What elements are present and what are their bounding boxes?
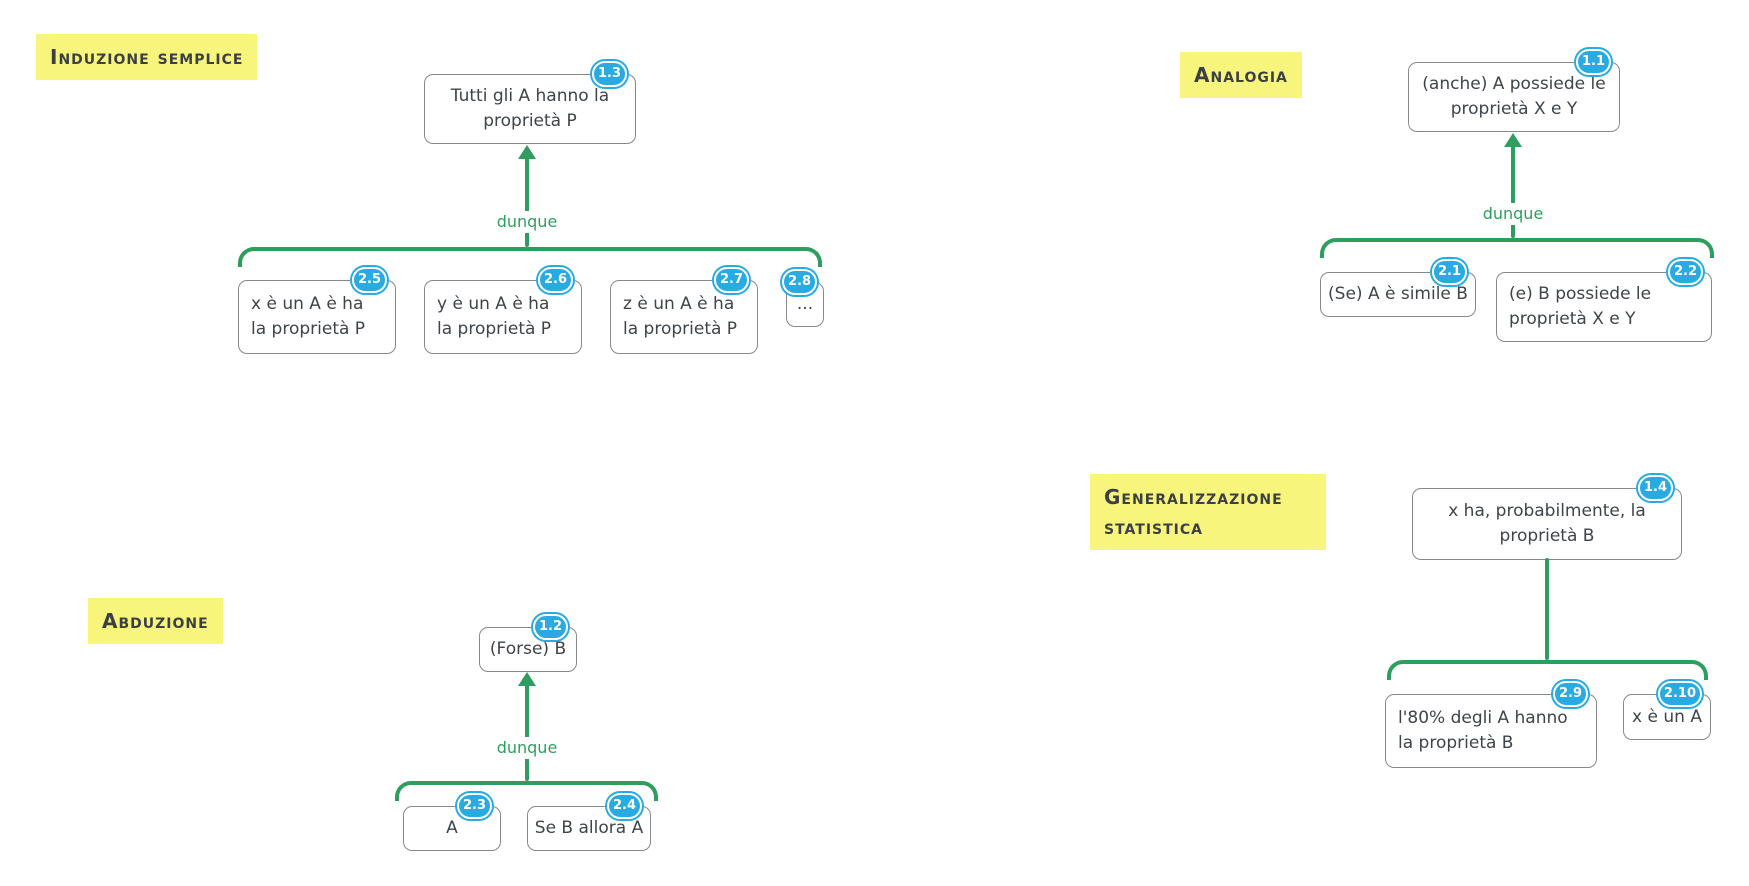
arrowhead-up-icon	[1504, 133, 1522, 147]
node-premise-z-a[interactable]: 2.7 z è un A è ha la proprietà P	[610, 267, 758, 354]
node-text: (Forse) B	[489, 639, 567, 659]
node-text: (e) B possiede le proprietà X e Y	[1509, 284, 1652, 329]
node-premise-80-percento[interactable]: 2.9 l'80% degli A hanno la proprietà B	[1385, 681, 1597, 768]
node-badge[interactable]: 2.10	[1657, 681, 1702, 707]
node-conclusion-analogia[interactable]: 1.1 (anche) A possiede le proprietà X e …	[1408, 49, 1620, 132]
node-premise-b-possiede[interactable]: 2.2 (e) B possiede le proprietà X e Y	[1496, 259, 1712, 342]
node-premise-x-e-un-a[interactable]: 2.10 x è un A	[1623, 681, 1711, 740]
node-badge[interactable]: 1.3	[591, 61, 627, 87]
node-premise-ellipsis[interactable]: 2.8 ...	[782, 269, 824, 327]
node-premise-x-a[interactable]: 2.5 x è un A è ha la proprietà P	[238, 267, 396, 354]
connector-stem	[525, 684, 529, 781]
node-badge[interactable]: 2.4	[606, 793, 642, 819]
node-badge[interactable]: 2.8	[782, 269, 818, 295]
node-text: x è un A è ha la proprietà P	[251, 294, 366, 339]
node-premise-se-b-allora-a[interactable]: 2.4 Se B allora A	[527, 793, 651, 851]
arrowhead-up-icon	[518, 672, 536, 686]
section-label-generalizzazione-statistica[interactable]: Generalizzazione statistica	[1090, 474, 1326, 550]
node-text: Tutti gli A hanno la proprietà P	[450, 86, 610, 131]
node-conclusion-induzione[interactable]: 1.3 Tutti gli A hanno la proprietà P	[424, 61, 636, 144]
node-text: y è un A è ha la proprietà P	[437, 294, 552, 339]
section-label-analogia[interactable]: Analogia	[1180, 52, 1302, 98]
connector-label-dunque[interactable]: dunque	[493, 737, 561, 759]
connector-label-dunque[interactable]: dunque	[493, 211, 561, 233]
connector-stem	[525, 157, 529, 247]
node-badge[interactable]: 1.2	[532, 614, 568, 640]
section-label-induzione-semplice[interactable]: Induzione semplice	[36, 34, 258, 80]
node-text: x ha, probabilmente, la proprietà B	[1448, 501, 1646, 546]
node-text: Se B allora A	[534, 818, 644, 838]
node-text: (Se) A è simile B	[1328, 284, 1468, 304]
arrowhead-up-icon	[518, 145, 536, 159]
node-text: l'80% degli A hanno la proprietà B	[1398, 708, 1568, 753]
connector-stem	[1511, 145, 1515, 238]
node-badge[interactable]: 1.1	[1575, 49, 1611, 75]
section-label-abduzione[interactable]: Abduzione	[88, 598, 223, 644]
premises-bracket	[1387, 660, 1708, 680]
node-text: A	[446, 818, 458, 838]
node-premise-a-simile-b[interactable]: 2.1 (Se) A è simile B	[1320, 259, 1476, 317]
node-text: (anche) A possiede le proprietà X e Y	[1422, 74, 1606, 119]
node-text: x è un A	[1632, 706, 1702, 727]
premises-bracket	[395, 781, 658, 801]
node-text: z è un A è ha la proprietà P	[623, 294, 738, 339]
node-conclusion-generalizzazione[interactable]: 1.4 x ha, probabilmente, la proprietà B	[1412, 475, 1682, 560]
connector-label-dunque[interactable]: dunque	[1479, 203, 1547, 225]
node-badge[interactable]: 2.1	[1431, 259, 1467, 285]
node-badge[interactable]: 2.9	[1552, 681, 1588, 707]
node-badge[interactable]: 2.7	[713, 267, 749, 293]
premises-bracket	[1320, 238, 1714, 258]
node-badge[interactable]: 2.5	[351, 267, 387, 293]
node-text: ...	[796, 294, 814, 314]
node-badge[interactable]: 1.4	[1637, 475, 1673, 501]
node-premise-a[interactable]: 2.3 A	[403, 793, 501, 851]
node-premise-y-a[interactable]: 2.6 y è un A è ha la proprietà P	[424, 267, 582, 354]
premises-bracket	[238, 247, 822, 267]
connector-stem	[1545, 558, 1549, 660]
node-badge[interactable]: 2.3	[456, 793, 492, 819]
node-badge[interactable]: 2.6	[537, 267, 573, 293]
node-conclusion-abduzione[interactable]: 1.2 (Forse) B	[479, 614, 577, 672]
node-badge[interactable]: 2.2	[1667, 259, 1703, 285]
